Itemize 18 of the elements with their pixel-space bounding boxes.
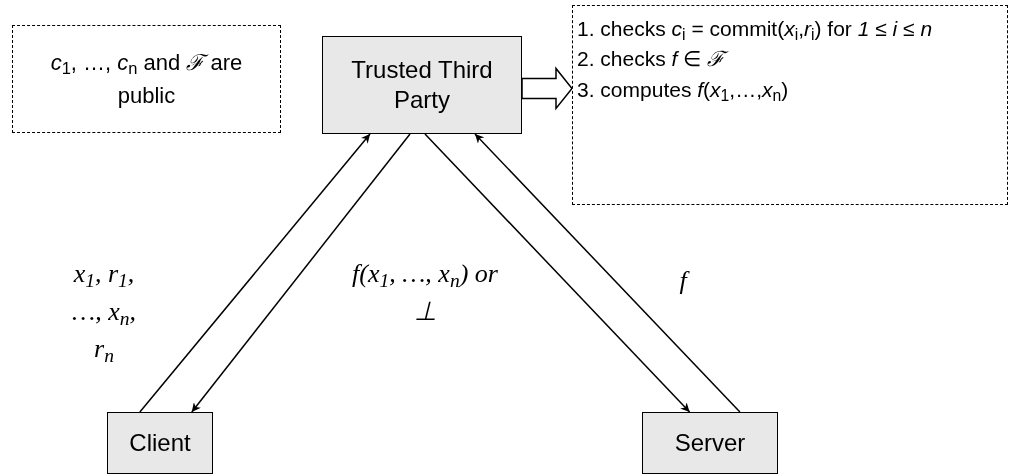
arrow <box>191 133 411 413</box>
block-arrow <box>521 66 573 111</box>
process-box <box>322 36 522 134</box>
node-text: Server <box>674 428 746 458</box>
note-box <box>572 5 1008 205</box>
step-text: 1. checks c$_{i}$ = commit(x$_{i}$,r$_{i}$) for 1 ≤ i ≤ n <box>577 16 933 45</box>
edge-label: f(x$_{1}$, …, x$_{n}$) or ⊥ <box>351 258 499 328</box>
arrow <box>474 133 741 413</box>
note-box <box>12 25 281 133</box>
process-box <box>642 412 778 474</box>
edge-label: f <box>668 262 698 300</box>
step-text: 3. computes f(x$_{1}$,…,x$_{n}$) <box>577 76 789 106</box>
process-box <box>107 412 213 474</box>
node-text: Client <box>129 428 191 458</box>
node-text: Trusted Third Party <box>350 55 494 115</box>
arrow <box>424 133 691 413</box>
arrow <box>139 133 371 413</box>
edge-label: x$_{1}$, r$_{1}$, …, x$_{n}$, r$_{n}$ <box>71 258 137 369</box>
